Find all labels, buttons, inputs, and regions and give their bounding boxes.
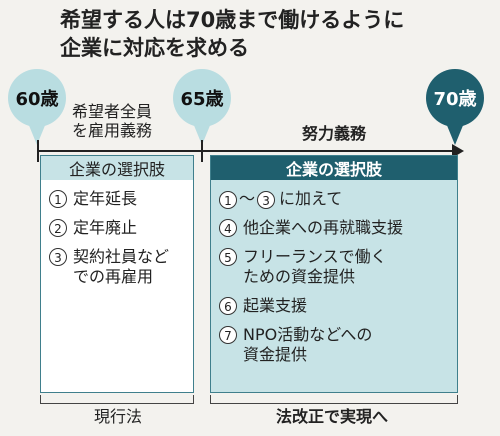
future-option-4: 4 他企業への再就職支援 <box>219 218 457 238</box>
current-bracket-right-cap <box>193 395 194 403</box>
option-number-6: 6 <box>219 297 237 315</box>
future-option-6: 6 起業支援 <box>219 296 457 316</box>
future-law-label: 法改正で実現へ <box>272 407 393 427</box>
current-option-3: 3 契約社員など での再雇用 <box>49 247 193 287</box>
future-bracket-left-cap <box>210 395 211 403</box>
current-option-1-text: 定年延長 <box>73 189 138 208</box>
carryover-from-number: 1 <box>219 190 237 209</box>
current-bracket-line <box>40 403 194 404</box>
timeline-arrowhead <box>452 144 464 158</box>
future-options-header: 企業の選択肢 <box>211 156 457 180</box>
tick-age-60 <box>37 140 39 162</box>
future-bracket-right-cap <box>457 395 458 403</box>
age-65-label: 65歳 <box>180 89 224 110</box>
age-70-marker: 70歳 <box>426 69 484 127</box>
carryover-range-separator: 〜 <box>239 189 256 208</box>
employment-obligation-line-2: を雇用義務 <box>72 121 153 140</box>
employment-obligation-note: 希望者全員 を雇用義務 <box>72 102 152 140</box>
age-65-marker: 65歳 <box>173 69 231 127</box>
current-options-header: 企業の選択肢 <box>41 156 193 180</box>
future-option-4-text: 他企業への再就職支援 <box>243 218 404 237</box>
age-70-label: 70歳 <box>433 89 477 110</box>
effort-obligation-note: 努力義務 <box>302 124 367 143</box>
current-option-2-text: 定年廃止 <box>73 218 138 237</box>
future-option-7-text-line-1: NPO活動などへの <box>243 325 373 344</box>
future-option-5-text-line-2: ための資金提供 <box>243 267 356 286</box>
option-number-4: 4 <box>219 219 237 237</box>
future-option-7-text-line-2: 資金提供 <box>243 345 308 364</box>
timeline-axis <box>37 150 455 152</box>
current-law-label: 現行法 <box>90 407 147 427</box>
future-option-7: 7 NPO活動などへの 資金提供 <box>219 325 457 365</box>
headline-line-2: 企業に対応を求める <box>60 36 249 60</box>
tick-age-65 <box>201 140 203 162</box>
future-option-5: 5 フリーランスで働く ための資金提供 <box>219 247 457 287</box>
carryover-to-number: 3 <box>257 190 276 209</box>
option-number-1: 1 <box>49 190 67 208</box>
current-option-2: 2 定年廃止 <box>49 218 193 238</box>
future-bracket-line <box>210 403 458 404</box>
option-number-3: 3 <box>49 248 67 266</box>
future-options-box: 企業の選択肢 1 〜 3 に加えて 4 他企業への再就職支援 5 フリーランスで… <box>210 155 458 393</box>
age-60-label: 60歳 <box>15 89 59 110</box>
future-option-5-text-line-1: フリーランスで働く <box>243 247 387 266</box>
option-number-5: 5 <box>219 248 237 266</box>
current-bracket-left-cap <box>40 395 41 403</box>
headline: 希望する人は70歳まで働けるように 企業に対応を求める <box>60 6 404 62</box>
future-option-6-text: 起業支援 <box>243 296 308 315</box>
current-option-3-text-line-1: 契約社員など <box>73 247 170 266</box>
age-60-marker: 60歳 <box>8 69 66 127</box>
future-option-carryover: 1 〜 3 に加えて <box>219 189 457 209</box>
current-options-box: 企業の選択肢 1 定年延長 2 定年廃止 3 契約社員など での再雇用 <box>40 155 194 393</box>
option-number-2: 2 <box>49 219 67 237</box>
current-option-3-text-line-2: での再雇用 <box>73 267 154 286</box>
current-option-1: 1 定年延長 <box>49 189 193 209</box>
carryover-text: に加えて <box>279 189 343 208</box>
headline-line-1: 希望する人は70歳まで働けるように <box>60 8 405 32</box>
option-number-7: 7 <box>219 326 237 344</box>
employment-obligation-line-1: 希望者全員 <box>72 102 153 121</box>
